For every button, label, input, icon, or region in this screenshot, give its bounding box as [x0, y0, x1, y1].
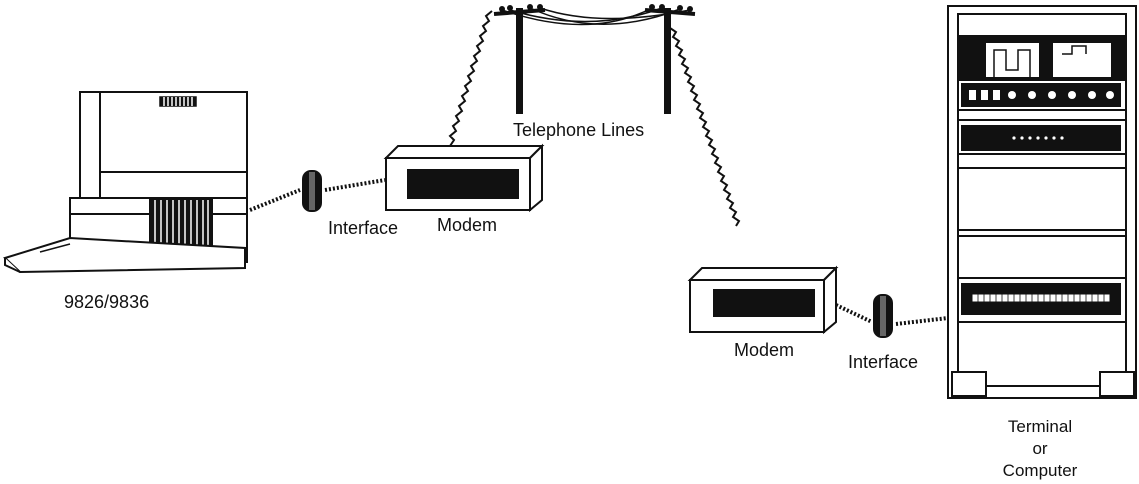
telephone-pole-right-icon [644, 4, 696, 114]
terminal-label-line1: Terminal [1007, 417, 1073, 436]
cable-computer-interface [249, 188, 301, 212]
cable-interface-rack [895, 316, 949, 326]
phone-wire-right [669, 27, 741, 227]
modem-left-label: Modem [437, 215, 498, 235]
terminal-label-line3: Computer [1002, 461, 1078, 480]
computer-model-label: 9826/9836 [64, 292, 150, 312]
modem-right-label: Modem [734, 340, 795, 360]
interface-right-icon [873, 294, 893, 338]
interface-right-label: Interface [848, 352, 919, 372]
computer-9826-icon [3, 91, 248, 274]
terminal-label-line2: or [1032, 439, 1048, 458]
modem-right-icon [687, 265, 839, 335]
terminal-or-computer-label: Terminal or Computer [995, 416, 1085, 482]
overhead-wires [501, 7, 691, 26]
terminal-rack-icon [947, 5, 1137, 399]
interface-left-icon [302, 170, 322, 212]
telephone-lines-label: Telephone Lines [513, 120, 645, 140]
cable-modem-interface-right [835, 303, 873, 324]
interface-left-label: Interface [328, 218, 399, 238]
phone-wire-left [448, 10, 493, 147]
modem-left-icon [383, 143, 545, 213]
cable-interface-modem [324, 178, 386, 192]
